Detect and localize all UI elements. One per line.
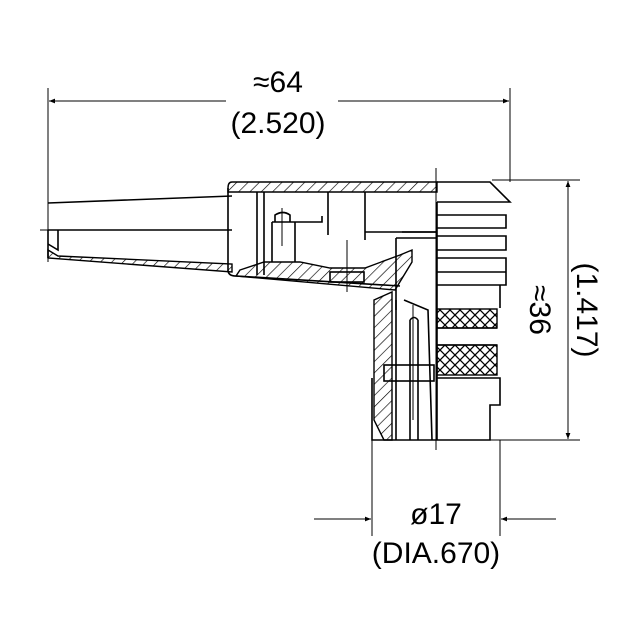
knurl-band-lower xyxy=(436,344,498,376)
height-dimension: ≈36 (1.417) xyxy=(482,179,603,441)
boot-edge xyxy=(47,230,59,252)
diameter-metric: ø17 xyxy=(410,498,462,531)
screw-terminal xyxy=(271,211,323,262)
length-dimension: ≈64 (2.520) xyxy=(47,66,511,262)
height-metric: ≈36 xyxy=(523,285,556,335)
cable-boot xyxy=(47,195,233,258)
connector-body xyxy=(47,181,512,441)
coupling-top xyxy=(437,181,512,203)
height-imperial: (1.417) xyxy=(570,262,603,357)
housing-top-wall xyxy=(227,181,438,193)
length-imperial: (2.520) xyxy=(230,107,325,140)
insert-sleeve xyxy=(395,231,437,310)
diameter-imperial: (DIA.670) xyxy=(372,537,500,570)
housing-ribs xyxy=(256,192,437,275)
length-metric: ≈64 xyxy=(253,66,303,99)
knurl-band-upper xyxy=(436,308,498,329)
insert-wall xyxy=(373,290,393,441)
contact-pin xyxy=(371,299,437,441)
coupling-nut xyxy=(437,327,501,441)
insert-collar xyxy=(383,364,435,382)
diameter-dimension: ø17 (DIA.670) xyxy=(314,440,556,570)
housing-bottom-wall xyxy=(234,248,413,291)
cable-boot-wall xyxy=(47,248,233,273)
